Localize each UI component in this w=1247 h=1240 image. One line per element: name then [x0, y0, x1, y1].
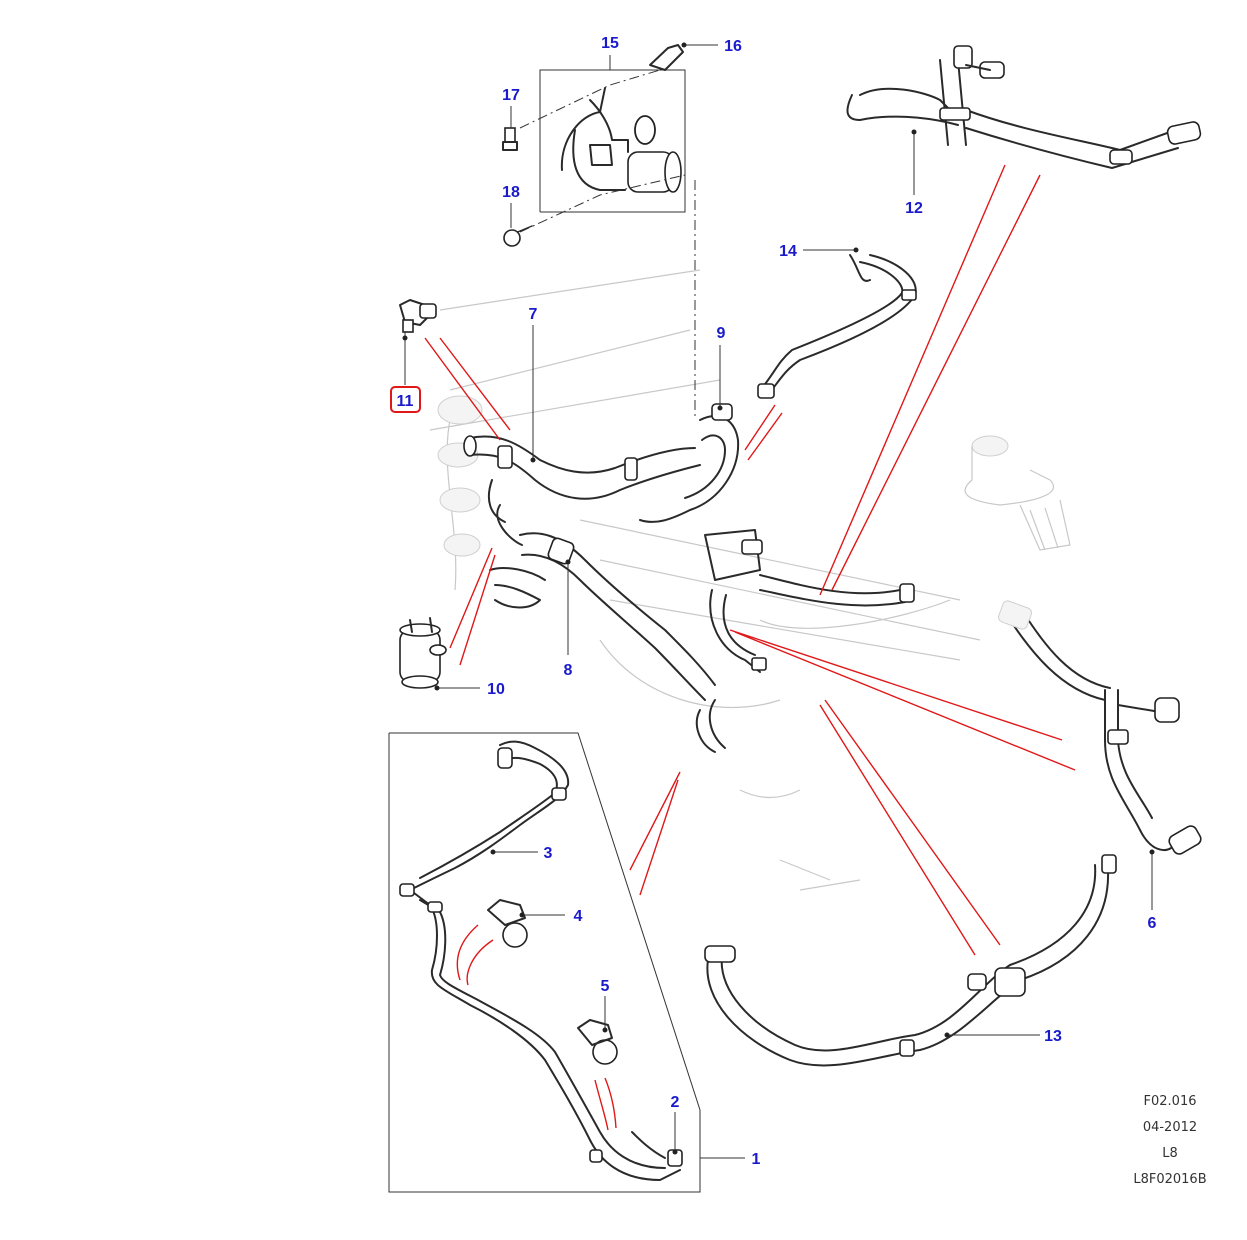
hose-13-graphic: [704, 854, 1117, 1067]
figure-number: F02.016: [1144, 1094, 1197, 1109]
callout-12[interactable]: 12: [905, 200, 923, 217]
callout-10[interactable]: 10: [487, 681, 505, 698]
figure-date: 04-2012: [1143, 1120, 1197, 1135]
figure-code: L8F02016B: [1133, 1172, 1206, 1187]
callout-labels: 15 16 17 18 12 14 7 9 11 8 10 3 6 4 5 13…: [390, 35, 1157, 1168]
callout-2[interactable]: 2: [671, 1094, 680, 1111]
reference-lines: [424, 164, 1076, 1131]
central-hose-assembly: [463, 403, 915, 753]
callout-9[interactable]: 9: [717, 325, 726, 342]
engine-ghost-outline: [429, 269, 1071, 891]
callout-7[interactable]: 7: [529, 306, 538, 323]
callout-14[interactable]: 14: [779, 243, 797, 260]
callout-1[interactable]: 1: [752, 1151, 761, 1168]
callout-15[interactable]: 15: [601, 35, 619, 52]
callout-4[interactable]: 4: [574, 908, 583, 925]
callout-16[interactable]: 16: [724, 38, 742, 55]
hose-12-graphic: [846, 45, 1202, 169]
leader-lines: [402, 42, 1155, 1159]
callout-17[interactable]: 17: [502, 87, 520, 104]
callout-18[interactable]: 18: [502, 184, 520, 201]
callout-6[interactable]: 6: [1148, 915, 1157, 932]
callout-11-highlight-box: [390, 386, 421, 413]
callout-11[interactable]: 11: [397, 393, 414, 410]
callout-5[interactable]: 5: [601, 978, 610, 995]
callout-8[interactable]: 8: [564, 662, 573, 679]
sensor-11-graphic: [399, 299, 437, 333]
figure-model: L8: [1162, 1146, 1178, 1161]
hose-14-graphic: [757, 254, 917, 399]
hose-kit-1-group: [388, 732, 701, 1193]
hose-6-graphic: [998, 600, 1202, 855]
thermostat-10-graphic: [399, 617, 447, 689]
thermostat-housing-group: [502, 44, 696, 420]
callout-3[interactable]: 3: [544, 845, 553, 862]
callout-13[interactable]: 13: [1044, 1028, 1062, 1045]
figure-reference: F02.016 04-2012 L8 L8F02016B: [1133, 1094, 1206, 1187]
